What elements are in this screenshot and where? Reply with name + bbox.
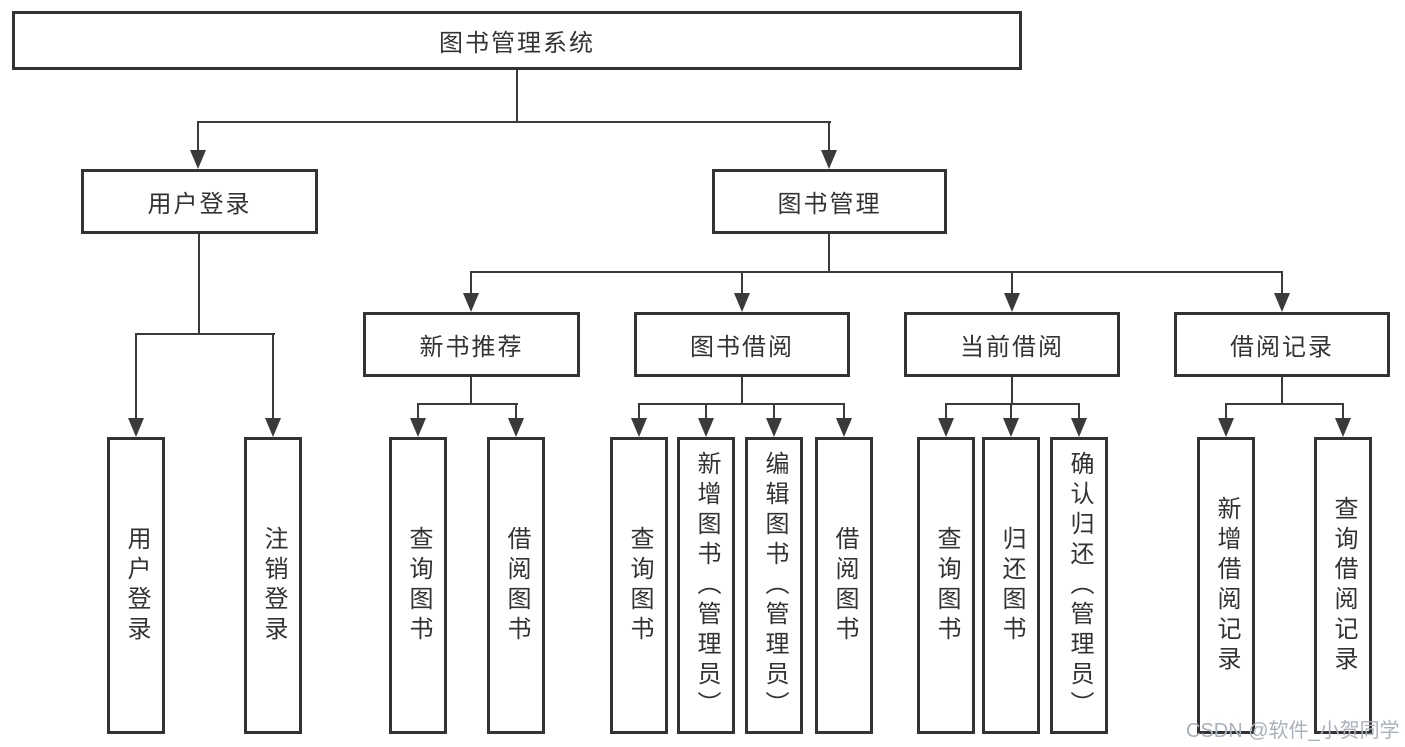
arrow-down-icon xyxy=(938,418,954,437)
connector-line xyxy=(1010,403,1012,420)
arrow-down-icon xyxy=(463,293,479,312)
node-borrowing-records: 借阅记录 xyxy=(1174,312,1390,377)
leaf-query-borrow-record: 查询借阅记录 xyxy=(1314,437,1372,734)
node-book-management: 图书管理 xyxy=(712,169,947,234)
node-book-borrowing: 图书借阅 xyxy=(634,312,850,377)
connector-line xyxy=(945,403,1080,405)
node-library-system: 图书管理系统 xyxy=(12,11,1022,70)
leaf-label: 借阅图书 xyxy=(503,525,530,646)
leaf-label: 查询借阅记录 xyxy=(1330,495,1357,676)
arrow-down-icon xyxy=(190,150,206,169)
connector-line xyxy=(945,403,947,420)
connector-line xyxy=(417,403,419,420)
connector-line xyxy=(470,271,472,295)
leaf-label: 用户登录 xyxy=(123,525,150,646)
arrow-down-icon xyxy=(1274,293,1290,312)
leaf-edit-book-admin: 编辑图书（管理员） xyxy=(745,437,803,734)
node-current-borrowing: 当前借阅 xyxy=(904,312,1120,377)
connector-line xyxy=(1342,403,1344,420)
connector-line xyxy=(638,403,640,420)
connector-line xyxy=(705,403,707,420)
connector-line xyxy=(1281,271,1283,295)
leaf-query-books-borrow: 查询图书 xyxy=(610,437,668,734)
arrow-down-icon xyxy=(1218,418,1234,437)
leaf-label: 编辑图书（管理员） xyxy=(761,450,788,721)
leaf-user-login: 用户登录 xyxy=(107,437,165,734)
connector-line xyxy=(471,271,1283,273)
leaf-borrow-books-borrow: 借阅图书 xyxy=(815,437,873,734)
connector-line xyxy=(135,333,137,420)
connector-line xyxy=(741,377,743,405)
node-new-book-recommend: 新书推荐 xyxy=(363,312,580,377)
connector-line xyxy=(470,377,472,405)
arrow-down-icon xyxy=(265,418,281,437)
leaf-borrow-books-recommend: 借阅图书 xyxy=(487,437,545,734)
leaf-return-book: 归还图书 xyxy=(982,437,1040,734)
connector-line xyxy=(197,121,199,151)
connector-line xyxy=(773,403,775,420)
connector-line xyxy=(1011,377,1013,405)
connector-line xyxy=(197,121,831,123)
arrow-down-icon xyxy=(836,418,852,437)
connector-line xyxy=(741,271,743,295)
watermark-text: CSDN @软件_小贺同学 xyxy=(1186,720,1400,742)
leaf-label: 查询图书 xyxy=(933,525,960,646)
leaf-confirm-return-admin: 确认归还（管理员） xyxy=(1050,437,1108,734)
arrow-down-icon xyxy=(410,418,426,437)
arrow-down-icon xyxy=(631,418,647,437)
leaf-label: 查询图书 xyxy=(626,525,653,646)
connector-line xyxy=(516,70,518,123)
leaf-add-book-admin: 新增图书（管理员） xyxy=(677,437,735,734)
leaf-label: 借阅图书 xyxy=(831,525,858,646)
leaf-label: 查询图书 xyxy=(405,525,432,646)
connector-line xyxy=(843,403,845,420)
arrow-down-icon xyxy=(821,150,837,169)
leaf-label: 确认归还（管理员） xyxy=(1066,450,1093,721)
arrow-down-icon xyxy=(698,418,714,437)
arrow-down-icon xyxy=(734,293,750,312)
arrow-down-icon xyxy=(1003,418,1019,437)
arrow-down-icon xyxy=(128,418,144,437)
connector-line xyxy=(1281,377,1283,405)
connector-line xyxy=(1225,403,1227,420)
connector-line xyxy=(135,333,275,335)
connector-line xyxy=(417,403,518,405)
arrow-down-icon xyxy=(1004,293,1020,312)
leaf-label: 注销登录 xyxy=(260,525,287,646)
leaf-add-borrow-record: 新增借阅记录 xyxy=(1197,437,1255,734)
leaf-label: 新增借阅记录 xyxy=(1213,495,1240,676)
connector-line xyxy=(1225,403,1344,405)
leaf-query-books-current: 查询图书 xyxy=(917,437,975,734)
leaf-label: 新增图书（管理员） xyxy=(693,450,720,721)
connector-line xyxy=(828,121,830,151)
connector-line xyxy=(198,234,200,335)
connector-line xyxy=(272,333,274,420)
leaf-label: 归还图书 xyxy=(998,525,1025,646)
leaf-logout: 注销登录 xyxy=(244,437,302,734)
connector-line xyxy=(1011,271,1013,295)
arrow-down-icon xyxy=(508,418,524,437)
arrow-down-icon xyxy=(766,418,782,437)
connector-line xyxy=(828,234,830,273)
arrow-down-icon xyxy=(1071,418,1087,437)
connector-line xyxy=(638,403,845,405)
leaf-query-books-recommend: 查询图书 xyxy=(389,437,447,734)
arrow-down-icon xyxy=(1335,418,1351,437)
connector-line xyxy=(1078,403,1080,420)
connector-line xyxy=(515,403,517,420)
node-user-login: 用户登录 xyxy=(81,169,318,234)
